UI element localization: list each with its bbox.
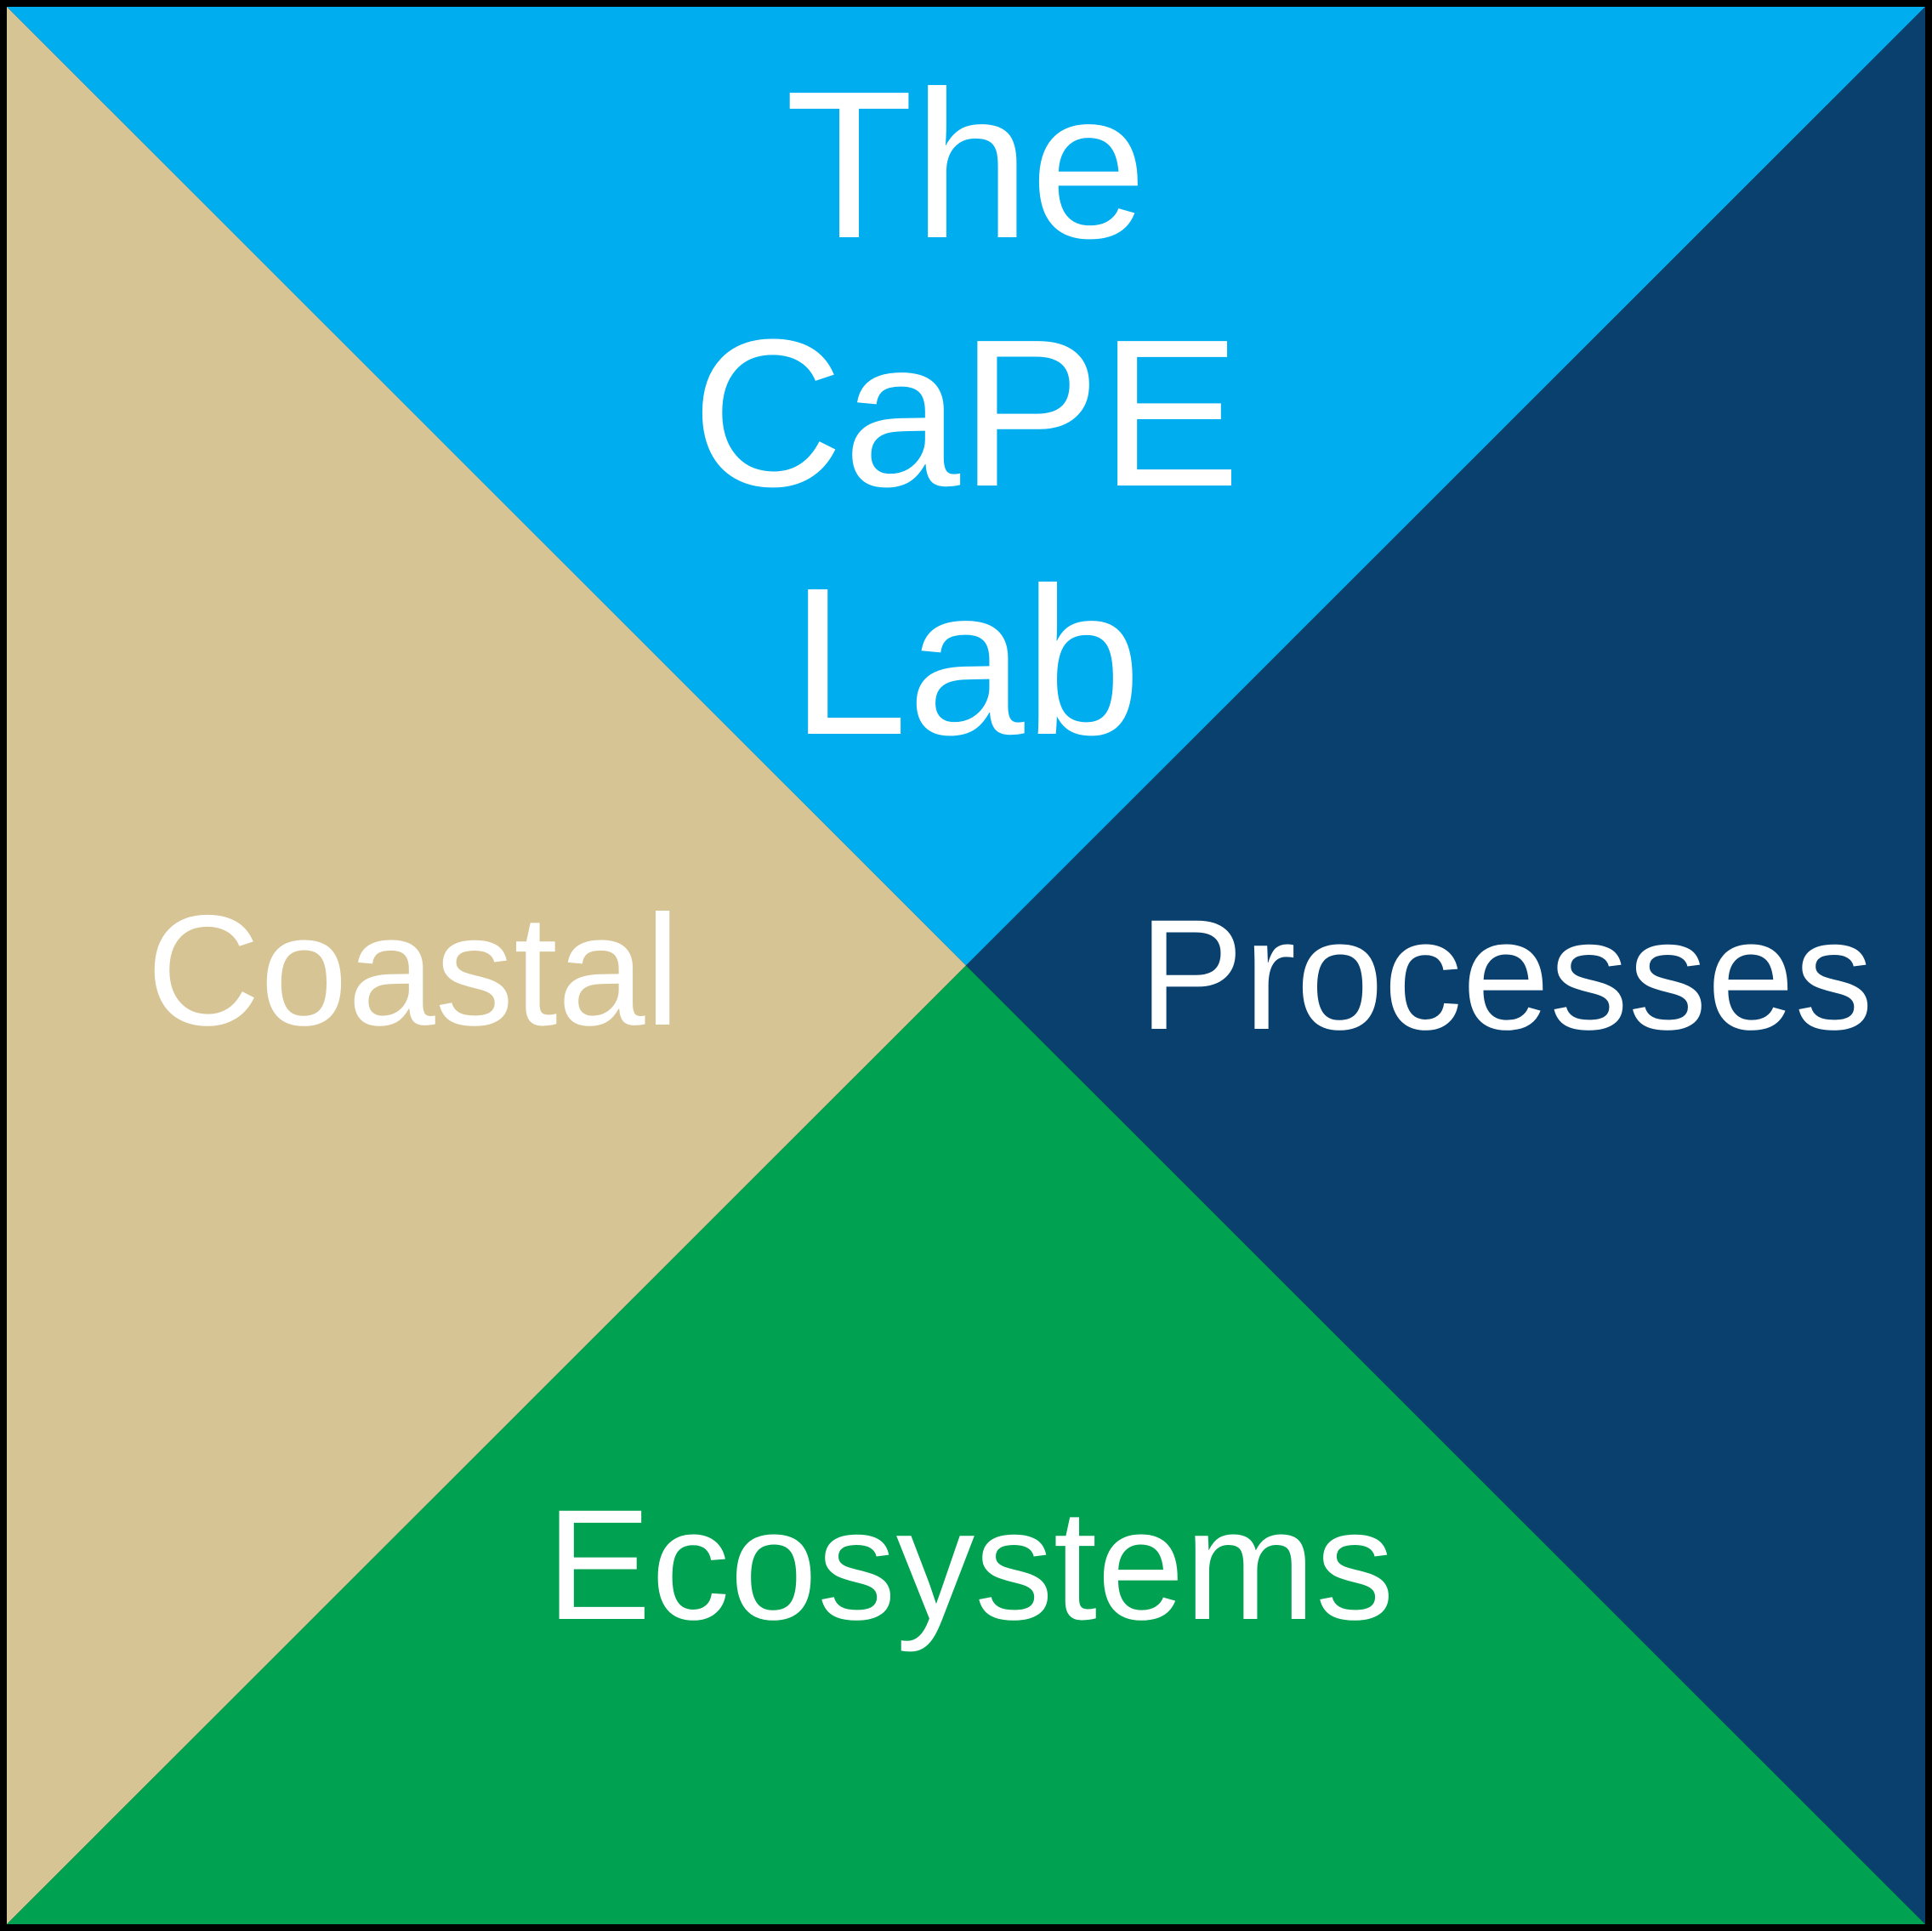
processes-label: Processes	[1139, 888, 1873, 1063]
processes-triangle	[966, 0, 1932, 1931]
top-triangle	[0, 0, 1932, 966]
logo-title-line-1: The	[785, 48, 1147, 282]
ecosystems-label: Ecosystems	[546, 1478, 1395, 1653]
logo-title-line-2: CaPE	[691, 296, 1241, 531]
logo-title: The CaPE Lab	[0, 41, 1932, 786]
coastal-label: Coastal	[146, 883, 680, 1059]
ecosystems-triangle	[0, 965, 1932, 1931]
logo-title-line-3: Lab	[790, 544, 1142, 779]
coastal-triangle	[0, 0, 966, 1931]
